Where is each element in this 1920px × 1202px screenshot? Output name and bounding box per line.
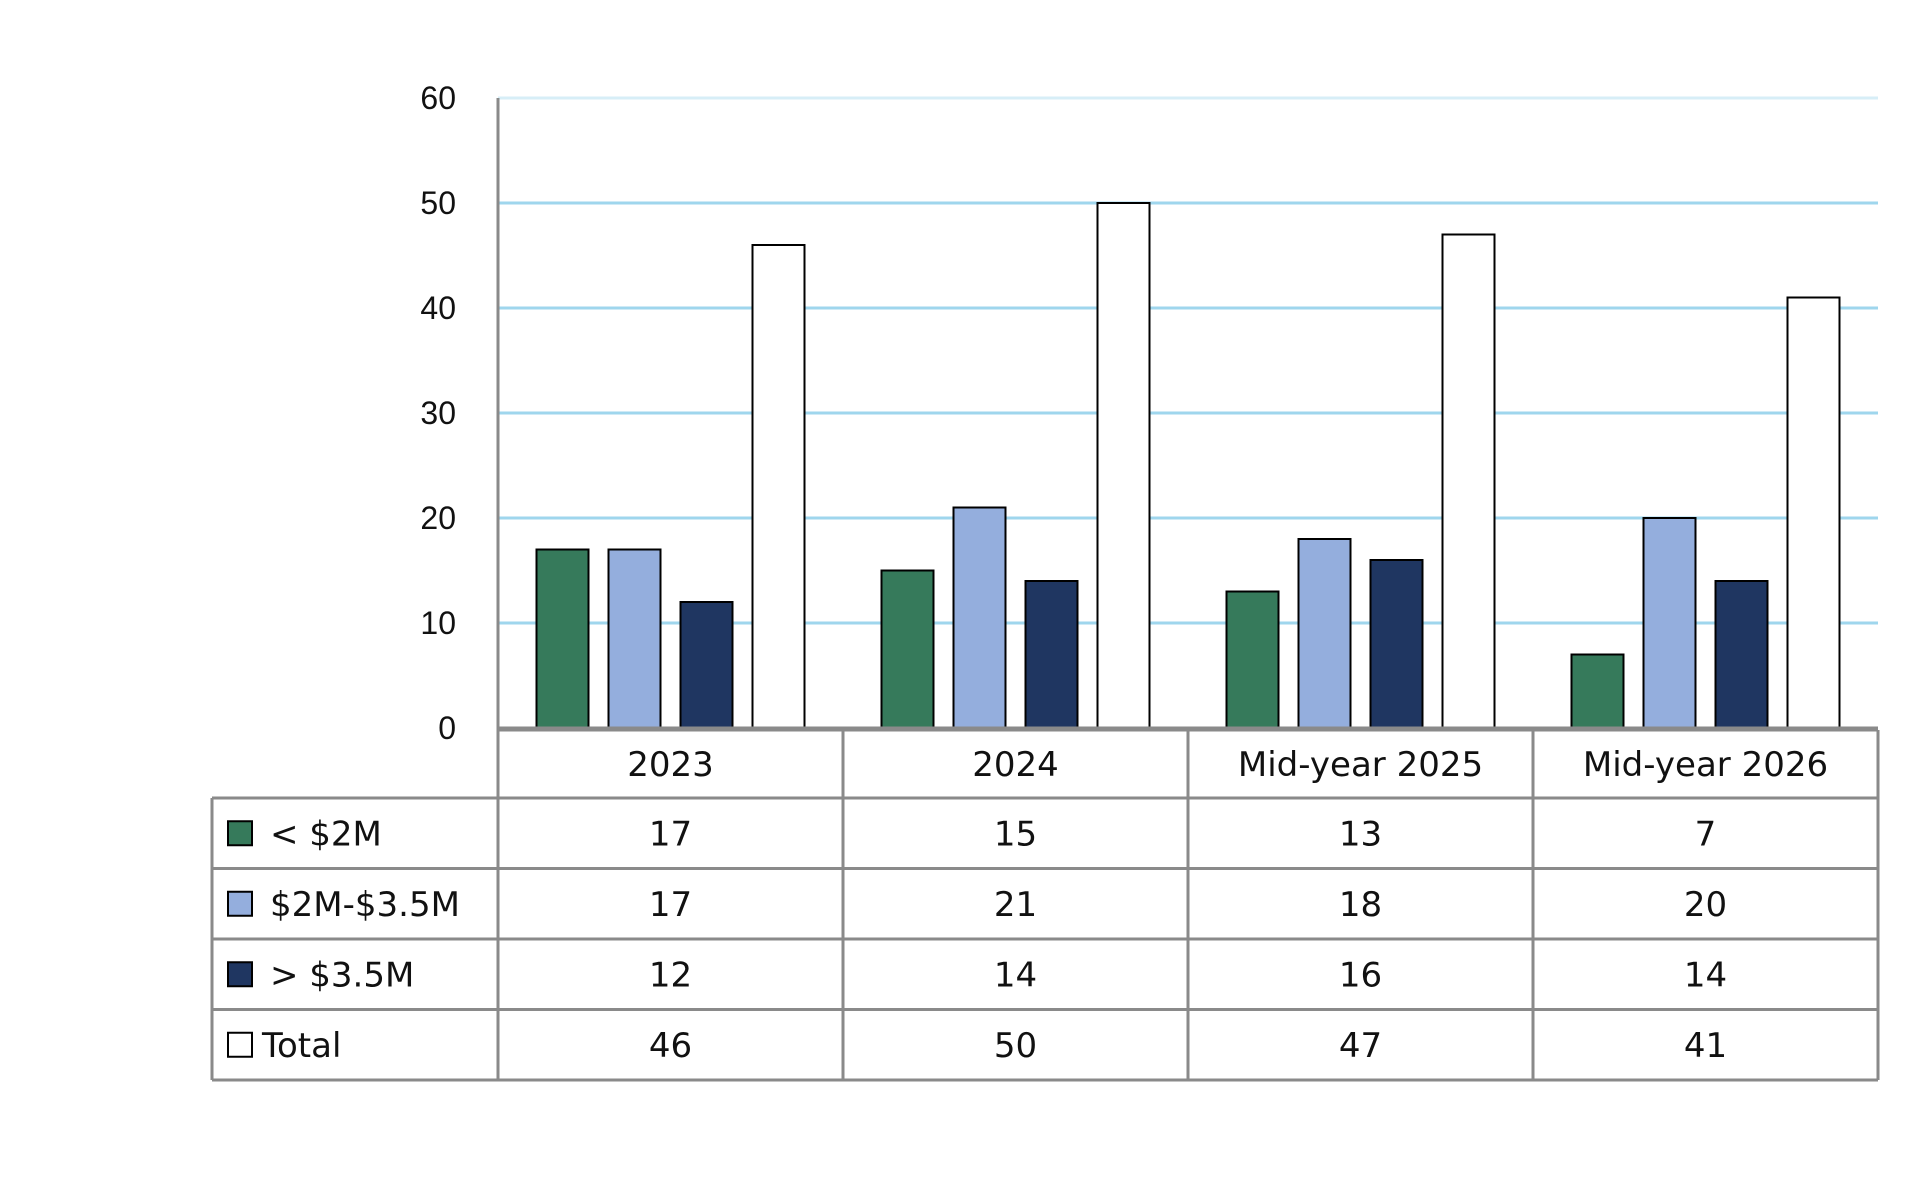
bar--2m-3-5m-2023 bbox=[607, 548, 662, 729]
table-cell: 18 bbox=[1339, 885, 1382, 925]
bar-total-mid-year-2025 bbox=[1441, 233, 1496, 729]
y-tick-label-60: 60 bbox=[420, 80, 456, 116]
y-axis-tick-labels: 0 10 20 30 40 50 60 bbox=[420, 80, 456, 746]
bar-total-mid-year-2026 bbox=[1786, 296, 1841, 729]
y-tick-label-0: 0 bbox=[438, 710, 456, 746]
y-tick-label-30: 30 bbox=[420, 395, 456, 431]
legend-key bbox=[227, 820, 253, 847]
table-cell: 41 bbox=[1684, 1026, 1727, 1066]
bars bbox=[535, 202, 1841, 729]
bar-total-2023 bbox=[751, 244, 806, 729]
y-tick-label-20: 20 bbox=[420, 500, 456, 536]
series-name: > $3.5M bbox=[270, 955, 414, 995]
series-name: Total bbox=[261, 1026, 341, 1066]
table-cell: 50 bbox=[994, 1026, 1037, 1066]
category-label: 2024 bbox=[972, 745, 1059, 785]
bar--2m-2023 bbox=[535, 548, 590, 729]
series-name: < $2M bbox=[270, 814, 382, 854]
table-cell: 12 bbox=[649, 955, 692, 995]
bar--2m-mid-year-2025 bbox=[1225, 590, 1280, 729]
data-table: 2023 2024 Mid-year 2025 Mid-year 2026 < $2M 1… bbox=[210, 728, 1880, 1082]
table-cell: 7 bbox=[1695, 814, 1717, 854]
table-cell: 21 bbox=[994, 885, 1037, 925]
table-cell: 47 bbox=[1339, 1026, 1382, 1066]
bar--3-5m-mid-year-2025 bbox=[1369, 559, 1424, 729]
table-cell: 20 bbox=[1684, 885, 1727, 925]
table-cell: 15 bbox=[994, 814, 1037, 854]
bar--3-5m-2024 bbox=[1024, 580, 1079, 729]
category-label: Mid-year 2026 bbox=[1583, 745, 1828, 785]
y-tick-label-50: 50 bbox=[420, 185, 456, 221]
category-label: 2023 bbox=[627, 745, 714, 785]
bar-total-2024 bbox=[1096, 202, 1151, 729]
table-cell: 17 bbox=[649, 814, 692, 854]
bar--2m-mid-year-2026 bbox=[1570, 653, 1625, 729]
table-cell: 14 bbox=[994, 955, 1037, 995]
table-cell: 46 bbox=[649, 1026, 692, 1066]
bar--2m-3-5m-mid-year-2025 bbox=[1297, 538, 1352, 729]
legend-key bbox=[227, 961, 253, 988]
bar--3-5m-2023 bbox=[679, 601, 734, 729]
table-cell: 17 bbox=[649, 885, 692, 925]
table-cell: 13 bbox=[1339, 814, 1382, 854]
table-cell: 14 bbox=[1684, 955, 1727, 995]
category-label: Mid-year 2025 bbox=[1238, 745, 1483, 785]
axes bbox=[496, 98, 1878, 730]
legend-key bbox=[227, 1031, 253, 1058]
table-cell: 16 bbox=[1339, 955, 1382, 995]
bar--2m-2024 bbox=[880, 569, 935, 729]
bar--2m-3-5m-2024 bbox=[952, 506, 1007, 729]
legend-key bbox=[227, 890, 253, 917]
bar--3-5m-mid-year-2026 bbox=[1714, 580, 1769, 729]
bar--2m-3-5m-mid-year-2026 bbox=[1642, 517, 1697, 729]
y-tick-label-40: 40 bbox=[420, 290, 456, 326]
y-tick-label-10: 10 bbox=[420, 605, 456, 641]
series-name: $2M-$3.5M bbox=[270, 885, 460, 925]
